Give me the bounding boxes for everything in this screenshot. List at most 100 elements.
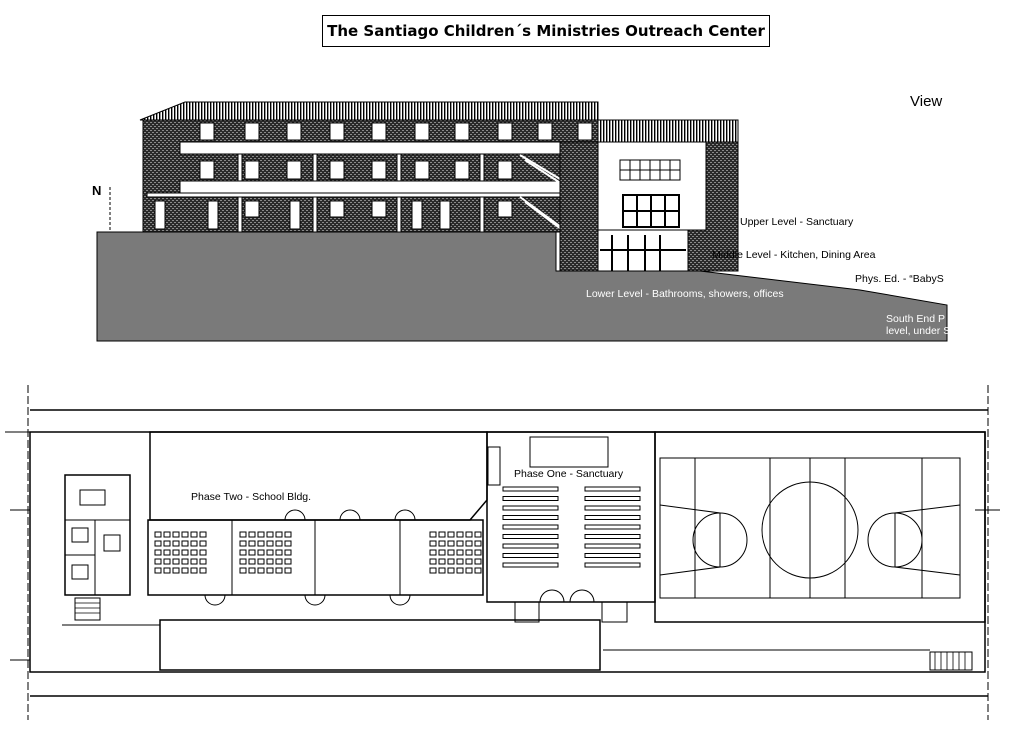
desk [266,531,274,538]
desk [456,540,464,547]
desk [465,549,473,556]
desk [266,540,274,547]
desk [199,531,207,538]
desk [438,558,446,565]
label-lower-level: Lower Level - Bathrooms, showers, office… [586,288,784,300]
desk [456,531,464,538]
desk [447,558,455,565]
desk [239,549,247,556]
pew [584,486,641,492]
desk [257,531,265,538]
pew [502,562,559,568]
annex-roof [597,119,739,143]
label-phase-one: Phase One - Sanctuary [514,468,624,480]
label-phys-ed: Phys. Ed. - “BabyS [855,273,944,285]
desk [154,531,162,538]
desk [199,549,207,556]
desk [284,549,292,556]
desk [429,558,437,565]
label-phase-two: Phase Two - School Bldg. [191,491,312,503]
elevation-view [96,101,948,342]
annex-vent-lines [620,160,680,180]
classroom-door-arcs [204,509,416,606]
desk [239,558,247,565]
desk [181,549,189,556]
sanctuary-stage [529,436,609,468]
desk [257,567,265,574]
desk [257,558,265,565]
desk [465,567,473,574]
exterior-stairs [519,154,566,233]
desk [275,567,283,574]
desk [447,549,455,556]
court-bench [929,651,973,671]
desk [474,558,482,565]
desk [284,567,292,574]
desk [181,540,189,547]
desk [429,567,437,574]
main-facade [142,119,599,233]
balcony-3 [146,192,596,198]
desk [474,567,482,574]
pew [584,496,641,501]
desk [438,567,446,574]
pew [502,543,559,549]
desk [474,540,482,547]
pew [502,505,559,511]
title-box: The Santiago Children´s Ministries Outre… [322,15,770,47]
lower-corridor [159,619,601,671]
desk [465,540,473,547]
desk [172,540,180,547]
windows-middle [199,160,513,180]
pew [584,524,641,530]
desk [438,540,446,547]
desk [190,549,198,556]
desk [275,549,283,556]
pew [502,496,559,501]
desk [438,549,446,556]
label-middle-level: Middle Level - Kitchen, Dining Area [712,249,876,261]
desk [275,531,283,538]
sanctuary-lobby-right [601,601,628,623]
north-label: N [92,183,102,198]
sanctuary-pews [502,486,641,568]
desk [154,567,162,574]
desk [284,540,292,547]
balcony-2 [179,180,596,194]
pew [502,486,559,492]
desk [190,567,198,574]
desk [248,558,256,565]
desk [199,540,207,547]
sanctuary-mullions [623,195,679,227]
desk [284,531,292,538]
pew [584,515,641,520]
desk [456,567,464,574]
desk [248,567,256,574]
desk [199,567,207,574]
sanctuary-side-stair [487,446,501,486]
desk [447,540,455,547]
desk [474,549,482,556]
windows-upper [199,122,593,141]
desk [181,567,189,574]
school-building [149,431,488,521]
pew [584,553,641,558]
pew [502,524,559,530]
desk [266,549,274,556]
desk [266,558,274,565]
label-south-end-1: South End P [886,313,945,325]
pew [502,534,559,539]
pew [584,543,641,549]
desk [181,558,189,565]
terrain [96,231,948,342]
desk [257,549,265,556]
court-lane-right [894,504,961,576]
balcony-1 [179,141,596,155]
sports-court-outer [654,431,986,623]
desk [456,558,464,565]
main-roof [139,101,599,121]
desk [257,540,265,547]
desk [248,540,256,547]
desk [438,531,446,538]
page-title: The Santiago Children´s Ministries Outre… [327,22,765,40]
